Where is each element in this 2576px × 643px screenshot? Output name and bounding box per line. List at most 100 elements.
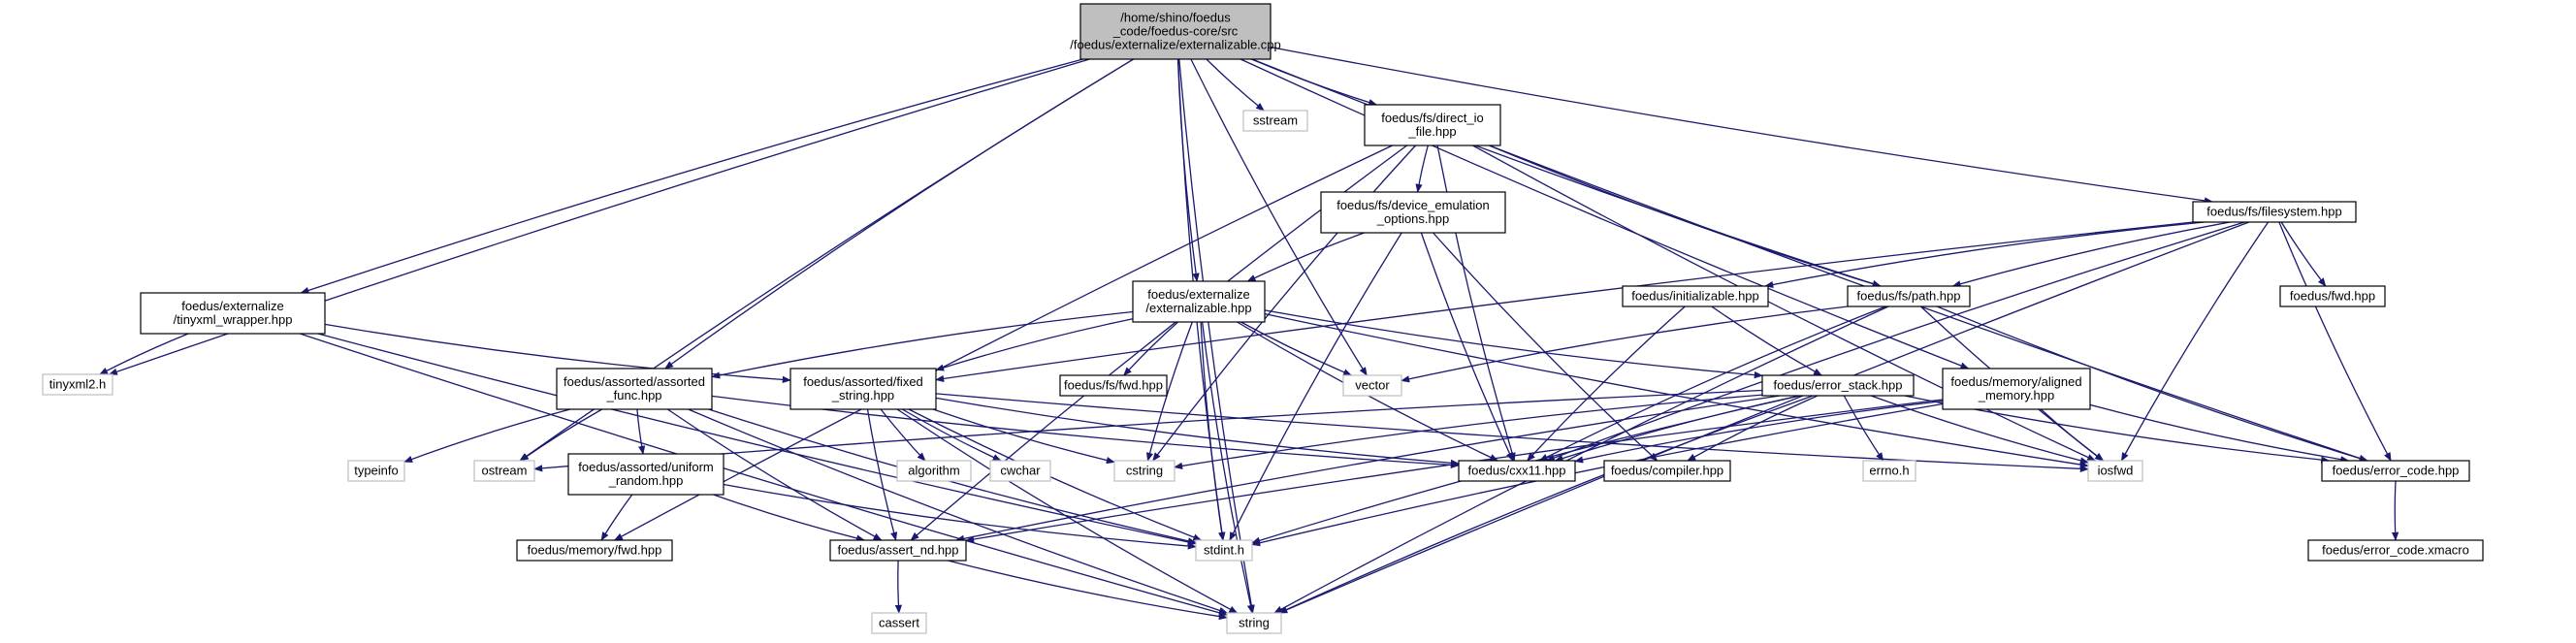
edge-filesystem-to-string: [1278, 221, 2250, 614]
node-label: iosfwd: [2098, 464, 2134, 478]
node-tinyxml-wrap[interactable]: foedus/externalize/tinyxml_wrapper.hpp: [140, 292, 326, 335]
node-label: cstring: [1126, 464, 1163, 478]
edge-assorted_func-to-assert_nd: [666, 408, 883, 541]
edge-error_stack-to-assert_nd: [955, 395, 1781, 542]
edge-filesystem-to-cxx11: [1545, 221, 2245, 462]
edge-aligned_mem-to-stdint: [1251, 402, 1944, 547]
node-label: foedus/fs/filesystem.hpp: [2206, 205, 2341, 219]
edge-path-to-vector: [1401, 305, 1849, 383]
node-label: _random.hpp: [608, 473, 684, 488]
node-sstream: sstream: [1242, 110, 1308, 132]
node-label: /foedus/externalize/externalizable.cpp: [1070, 38, 1281, 52]
node-tinyxml2: tinyxml2.h: [42, 373, 113, 396]
edge-aligned_mem-to-iosfwd: [2040, 408, 2105, 462]
node-iosfwd: iosfwd: [2087, 460, 2143, 482]
node-fs-fwd[interactable]: foedus/fwd.hpp: [2279, 285, 2386, 307]
edge-uniform_random-to-memory_fwd: [600, 494, 633, 541]
node-label: sstream: [1253, 113, 1298, 128]
node-label: _options.hpp: [1376, 211, 1449, 226]
node-label: foedus/assorted/assorted: [564, 374, 705, 389]
node-fsfwd[interactable]: foedus/fs/fwd.hpp: [1059, 374, 1168, 397]
node-typeinfo: typeinfo: [347, 460, 405, 482]
node-filesystem[interactable]: foedus/fs/filesystem.hpp: [2192, 201, 2357, 223]
node-path[interactable]: foedus/fs/path.hpp: [1847, 285, 1971, 307]
edge-direct_io-to-dev_emul: [1415, 145, 1429, 193]
header-nodes: /home/shino/foedus_code/foedus-core/src/…: [42, 3, 2484, 634]
edge-initializable-to-error_stack: [1711, 305, 1822, 376]
node-label: ostream: [482, 464, 528, 478]
node-label: cwchar: [1000, 464, 1041, 478]
node-label: foedus/compiler.hpp: [1611, 464, 1723, 478]
edge-direct_io-to-memory_fwd: [613, 145, 1393, 541]
node-label: /externalizable.hpp: [1145, 301, 1251, 315]
node-label: foedus/error_code.xmacro: [2322, 543, 2469, 558]
edge-root-to-sstream: [1206, 58, 1265, 112]
node-direct-io[interactable]: foedus/fs/direct_io_file.hpp: [1364, 104, 1501, 146]
node-label: _string.hpp: [831, 388, 894, 402]
edge-path-to-error_code: [1937, 305, 2368, 463]
node-uniform-random[interactable]: foedus/assorted/uniform_random.hpp: [567, 453, 724, 496]
edge-uniform_random-to-assert_nd: [713, 494, 866, 542]
edge-fixed_string-to-algorithm: [880, 408, 926, 462]
node-label: /tinyxml_wrapper.hpp: [174, 312, 293, 327]
edge-externalizable-to-fsfwd: [1123, 321, 1179, 376]
edge-direct_io-to-iosfwd: [1472, 145, 2097, 462]
edge-root-to-filesystem: [1270, 46, 2213, 205]
edge-externalizable-to-fixed_string: [935, 318, 1134, 371]
node-label: _file.hpp: [1407, 124, 1456, 139]
node-error-code[interactable]: foedus/error_code.hpp: [2321, 460, 2470, 482]
node-assert-nd[interactable]: foedus/assert_nd.hpp: [829, 539, 967, 562]
node-label: foedus/fs/path.hpp: [1857, 289, 1961, 304]
edge-externalizable-to-error_stack: [1264, 309, 1763, 379]
node-ostream: ostream: [473, 460, 535, 482]
node-initializable[interactable]: foedus/initializable.hpp: [1622, 285, 1769, 307]
edge-dev_emul-to-cxx11: [1420, 232, 1514, 462]
edge-filesystem-to-initializable: [1764, 221, 2205, 289]
edge-externalizable-to-vector: [1240, 321, 1353, 376]
node-label: /home/shino/foedus: [1120, 11, 1231, 25]
node-errno: errno.h: [1862, 460, 1916, 482]
edge-assert_nd-to-string: [948, 560, 1228, 621]
edge-assorted_func-to-string: [688, 408, 1229, 614]
node-label: foedus/fs/fwd.hpp: [1064, 378, 1163, 393]
node-cxx11[interactable]: foedus/cxx11.hpp: [1458, 460, 1576, 482]
edge-error_stack-to-errno: [1843, 395, 1884, 462]
node-aligned-mem[interactable]: foedus/memory/aligned_memory.hpp: [1942, 368, 2091, 410]
edge-direct_io-to-path: [1489, 145, 1882, 288]
node-externalizable[interactable]: foedus/externalize/externalizable.hpp: [1132, 280, 1266, 323]
edge-tinyxml_wrap-to-string: [299, 333, 1228, 617]
node-label: foedus/error_code.hpp: [2333, 464, 2460, 478]
edge-externalizable-to-cstring: [1146, 321, 1193, 462]
node-compiler[interactable]: foedus/compiler.hpp: [1603, 460, 1731, 482]
node-label: foedus/error_stack.hpp: [1774, 378, 1903, 393]
edge-direct_io-to-error_code: [1489, 145, 2368, 462]
node-cassert: cassert: [871, 612, 927, 634]
edge-fixed_string-to-assert_nd: [866, 408, 898, 541]
node-label: stdint.h: [1204, 543, 1244, 558]
edge-dev_emul-to-externalizable: [1246, 232, 1365, 282]
edge-error_stack-to-string: [1277, 395, 1814, 614]
node-label: cassert: [879, 616, 919, 630]
edge-filesystem-to-fixed_string: [935, 221, 2194, 383]
edge-fixed_string-to-cwchar: [901, 408, 1002, 462]
node-assorted-func[interactable]: foedus/assorted/assorted_func.hpp: [556, 368, 713, 410]
node-error-stack[interactable]: foedus/error_stack.hpp: [1761, 374, 1915, 397]
node-label: typeinfo: [354, 464, 399, 478]
edge-externalizable-to-string: [1201, 321, 1254, 614]
edge-root-to-tinyxml_wrap: [300, 58, 1083, 294]
edge-error_stack-to-cstring: [1174, 394, 1763, 469]
node-error-xmacro[interactable]: foedus/error_code.xmacro: [2307, 539, 2484, 562]
edge-aligned_mem-to-assert_nd: [965, 399, 1944, 543]
node-memory-fwd[interactable]: foedus/memory/fwd.hpp: [516, 539, 673, 562]
node-label: algorithm: [908, 464, 959, 478]
edge-fixed_string-to-string: [896, 408, 1239, 614]
edge-root-to-vector: [1190, 58, 1368, 376]
node-label: errno.h: [1869, 464, 1909, 478]
node-fixed-string[interactable]: foedus/assorted/fixed_string.hpp: [789, 368, 937, 410]
edge-direct_io-to-cxx11: [1436, 145, 1516, 462]
edge-aligned_mem-to-error_code: [2089, 403, 2350, 464]
node-dev-emul[interactable]: foedus/fs/device_emulation_options.hpp: [1320, 191, 1506, 234]
edge-path-to-cxx11: [1538, 305, 1886, 462]
edge-assorted_func-to-typeinfo: [403, 408, 571, 463]
node-label: _func.hpp: [605, 388, 661, 402]
